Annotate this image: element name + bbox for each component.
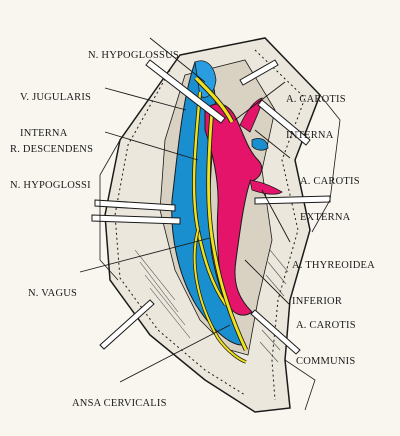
retractor-hooks (91, 59, 331, 355)
tissue-hatching (134, 249, 289, 363)
label-a-carotis-interna: A. CAROTIS INTERNA (286, 94, 346, 141)
hypoglossal-nerve-fill (194, 76, 234, 123)
leader-lines (79, 37, 291, 383)
label-n-hypoglossus: N. HYPOGLOSSUS (88, 50, 179, 61)
carotid-artery (204, 103, 263, 316)
label-a-carotis-externa: A. CAROTIS EXTERNA (300, 176, 360, 223)
external-carotid-branch (239, 97, 263, 133)
artery-branch-right (249, 179, 283, 195)
label-r-descendens: R. DESCENDENS N. HYPOGLOSSI (10, 144, 94, 191)
label-v-jugularis-interna: V. JUGULARIS INTERNA (20, 92, 92, 139)
wound-rim-right (254, 49, 306, 401)
jugular-vein-upper (194, 60, 217, 98)
label-n-vagus: N. VAGUS (28, 288, 78, 299)
wound-rim-left (114, 69, 246, 396)
descending-branch-nerve-fill (192, 91, 227, 306)
label-a-thyreoidea-inferior: A. THYREOIDEA INFERIOR (292, 260, 375, 307)
small-vein-branch (251, 138, 269, 151)
vagus-nerve-fill (207, 109, 248, 351)
drape-lines (99, 94, 341, 411)
label-a-carotis-communis: A. CAROTIS COMMUNIS (296, 320, 356, 367)
label-ansa-cervicalis: ANSA CERVICALIS (72, 398, 167, 409)
